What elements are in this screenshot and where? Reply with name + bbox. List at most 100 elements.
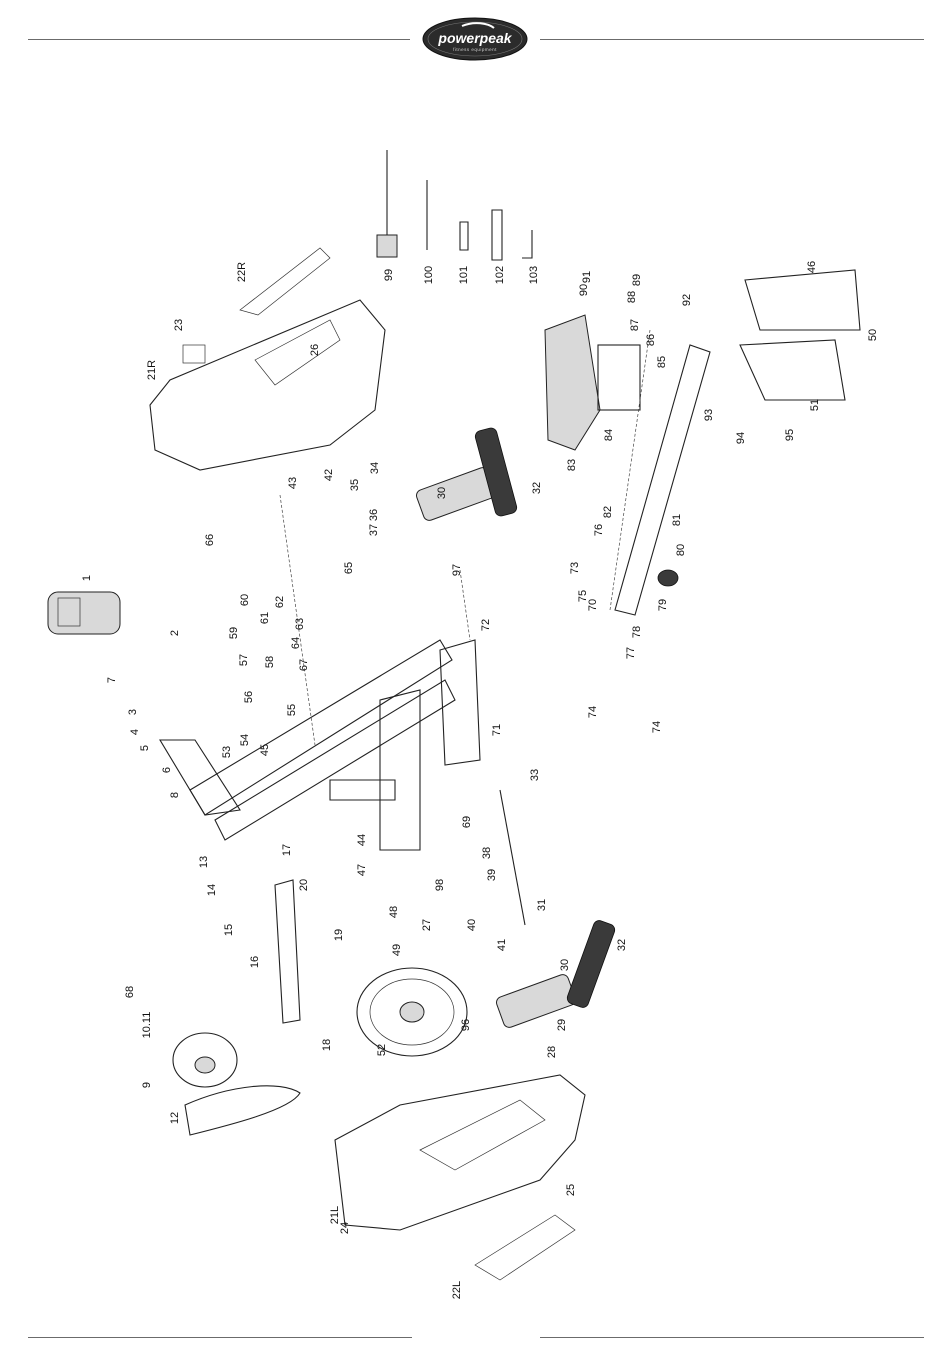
part-label: 94 [735,432,747,444]
assembly-guide [459,569,471,641]
part-label: 60 [239,594,251,606]
part-label: 30 [436,487,448,499]
part-label: 61 [259,612,271,624]
part-label: 59 [228,627,240,639]
part-label: 23 [173,319,185,331]
part-label: 76 [593,524,605,536]
part-label: 58 [264,656,276,668]
part-label: 90 [578,284,590,296]
part-label: 14 [206,884,218,896]
key-102 [459,221,469,251]
right-side-cover [149,299,386,471]
part-label: 54 [239,734,251,746]
part-label: 16 [249,956,261,968]
seat-post-tube [379,689,421,851]
part-label: 79 [657,599,669,611]
part-label: 74 [651,721,663,733]
left-cover-panel-22L [474,1214,576,1281]
part-label: 67 [298,659,310,671]
seat-back [739,339,846,401]
part-label: 65 [343,562,355,574]
part-label: 53 [221,746,233,758]
part-label: 100 [423,266,435,284]
part-label: 52 [376,1044,388,1056]
part-label: 66 [204,534,216,546]
console-screen [57,597,81,627]
part-label: 36 [368,509,380,521]
part-label: 33 [529,769,541,781]
right-cover-window [254,319,341,386]
header-rule-right [540,39,924,40]
part-label: 18 [321,1039,333,1051]
part-label: 24 [339,1222,351,1234]
part-label: 92 [681,294,693,306]
brand-name: powerpeak [437,30,512,46]
part-label: 101 [458,266,470,284]
part-label: 35 [349,479,361,491]
part-label: 26 [309,344,321,356]
backrest-pad [744,269,861,331]
part-label: 41 [496,939,508,951]
part-label: 22L [451,1281,463,1299]
main-frame-lower-beam [214,679,456,841]
part-label: 21L [329,1206,341,1224]
part-label: 28 [546,1046,558,1058]
part-label: 29 [556,1019,568,1031]
part-label: 80 [675,544,687,556]
flywheel-inner-ring [369,978,455,1046]
part-label: 56 [243,691,255,703]
main-frame-beam [189,639,453,816]
assembly-guide [609,329,651,611]
part-label: 1 [81,575,93,581]
crank-axle [499,789,526,926]
part-label: 34 [369,462,381,474]
part-label: 89 [631,274,643,286]
part-label: 3 [127,709,139,715]
console-housing [47,591,121,635]
part-label: 51 [809,399,821,411]
part-label: 32 [616,939,628,951]
part-label: 74 [587,706,599,718]
part-label: 32 [531,482,543,494]
part-label: 68 [124,986,136,998]
part-label: 85 [656,356,668,368]
part-label: 8 [169,792,181,798]
part-label: 45 [259,744,271,756]
sensor-block-100 [376,234,398,258]
part-label: 50 [867,329,879,341]
part-label: 6 [161,767,173,773]
part-label: 87 [629,319,641,331]
part-label: 88 [626,291,638,303]
pedal-strap-left [566,920,616,1008]
part-label: 72 [480,619,492,631]
part-label: 47 [356,864,368,876]
part-label: 62 [274,596,286,608]
part-label: 86 [645,334,657,346]
handle-tube-72 [439,639,481,766]
part-label: 70 [587,599,599,611]
part-label: 75 [577,590,589,602]
part-label: 82 [602,506,614,518]
handle-bar-20 [274,879,301,1024]
left-side-cover [334,1074,586,1231]
part-label: 4 [129,729,141,735]
part-label: 93 [703,409,715,421]
part-label: 103 [528,266,540,284]
part-label: 69 [461,816,473,828]
part-label: 55 [286,704,298,716]
pedal-strap-right [474,427,518,517]
seat-slide-rail [614,344,711,616]
drive-belt [184,1085,301,1136]
frame-crossbar [329,779,396,801]
drive-pulley [172,1032,238,1088]
part-label: 7 [106,677,118,683]
part-label: 9 [141,1082,153,1088]
pedal-right [416,467,496,521]
part-label: 95 [784,429,796,441]
part-label: 40 [466,919,478,931]
part-label: 27 [421,919,433,931]
part-label: 37 [368,524,380,536]
drive-pulley-hub [194,1056,216,1074]
part-label: 25 [565,1184,577,1196]
